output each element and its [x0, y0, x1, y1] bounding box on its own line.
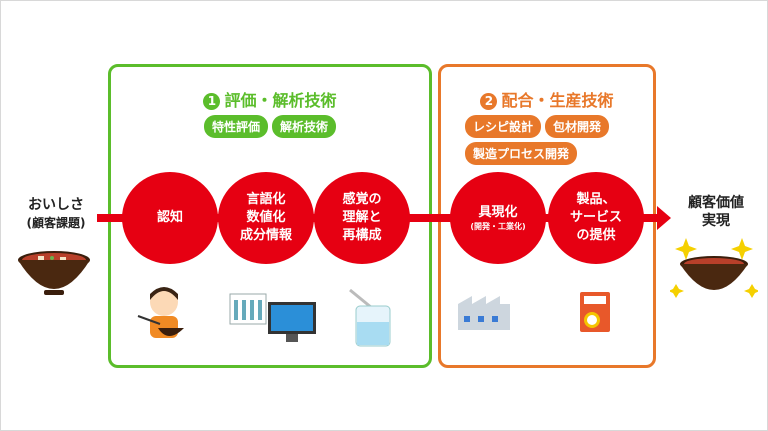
end-line: 顧客価値 — [688, 195, 744, 211]
start-label: おいしさ (顧客課題) — [14, 196, 98, 232]
arrow-head-icon — [657, 206, 671, 230]
end-label: 顧客価値 実現 — [676, 194, 756, 230]
miso-soup-bowl-sparkle-icon — [670, 238, 758, 298]
beaker-icon — [349, 288, 391, 347]
section-number: 2 — [480, 93, 498, 110]
step-text: 言語化 — [246, 192, 286, 207]
start-title: おいしさ — [28, 197, 84, 213]
tag: レシピ設計 — [465, 115, 542, 138]
step-text: 具現化 — [478, 205, 518, 220]
tag: 製造プロセス開発 — [465, 142, 578, 165]
step-text: 数値化 — [246, 210, 286, 225]
lab-equipment-computer-icon — [229, 293, 316, 342]
step-subtext: (開発・工業化) — [470, 222, 526, 231]
step-text: 成分情報 — [239, 228, 292, 243]
step-recognition: 認知 — [122, 172, 218, 264]
end-line: 実現 — [702, 213, 730, 229]
product-package-icon — [580, 292, 610, 332]
step-text: サービス — [569, 210, 622, 225]
step-text: 認知 — [156, 210, 183, 225]
start-subtitle: (顧客課題) — [26, 216, 86, 230]
miso-soup-bowl-icon — [18, 251, 90, 295]
step-text: 感覚の — [342, 192, 382, 207]
step-text: 理解と — [342, 210, 382, 225]
tag-list: レシピ設計 包材開発 製造プロセス開発 — [451, 115, 643, 165]
step-text: 再構成 — [342, 228, 382, 243]
tag-list: 特性評価 解析技術 — [121, 115, 419, 138]
step-verbalization: 言語化数値化成分情報 — [218, 172, 314, 264]
step-product-delivery: 製品、サービスの提供 — [548, 172, 644, 264]
tag: 解析技術 — [272, 115, 337, 138]
tag: 特性評価 — [203, 115, 268, 138]
tag: 包材開発 — [545, 115, 610, 138]
step-text: 製品、 — [576, 192, 616, 207]
person-eating-icon — [137, 287, 184, 338]
section-number: 1 — [203, 93, 221, 110]
factory-icon — [458, 296, 510, 330]
step-understanding: 感覚の理解と再構成 — [314, 172, 410, 264]
step-text: の提供 — [576, 228, 616, 243]
step-realization: 具現化 (開発・工業化) — [450, 172, 546, 264]
